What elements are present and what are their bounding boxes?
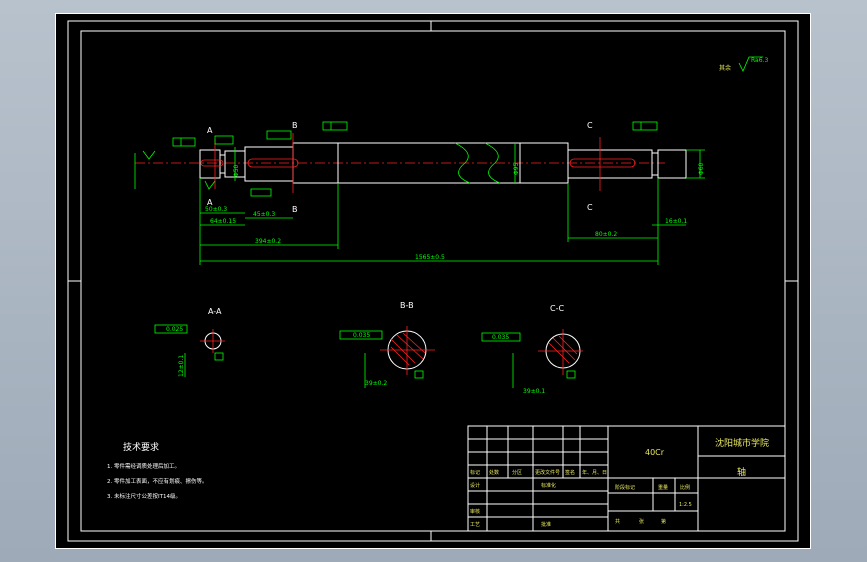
svg-text:其余: 其余 <box>719 64 731 72</box>
svg-text:45±0.3: 45±0.3 <box>253 211 275 218</box>
svg-text:标记: 标记 <box>470 469 480 476</box>
svg-text:阶段标记: 阶段标记 <box>615 484 635 491</box>
svg-text:处数: 处数 <box>489 469 499 476</box>
svg-text:批准: 批准 <box>541 521 551 528</box>
svg-text:轴: 轴 <box>737 466 746 478</box>
title-block: 40Cr 沈阳城市学院 轴 标记 处数 分区 更改文件号 签名 年、月、日 设计… <box>467 425 786 532</box>
svg-text:80±0.2: 80±0.2 <box>595 231 617 238</box>
label-a-top: A <box>207 126 213 135</box>
svg-text:39±0.2: 39±0.2 <box>365 380 387 387</box>
svg-text:394±0.2: 394±0.2 <box>255 238 281 245</box>
svg-text:2. 零件加工表面，不应有划痕、擦伤等。: 2. 零件加工表面，不应有划痕、擦伤等。 <box>107 477 208 485</box>
svg-text:更改文件号: 更改文件号 <box>535 469 560 476</box>
roughness-note: 其余 Ra6.3 <box>719 56 768 72</box>
svg-text:12±0.1: 12±0.1 <box>178 355 185 377</box>
svg-text:技术要求: 技术要求 <box>123 441 159 453</box>
svg-text:0.035: 0.035 <box>353 332 370 339</box>
svg-text:第: 第 <box>661 518 666 525</box>
tech-requirements: 技术要求 1. 零件需经调质处理后加工。 2. 零件加工表面，不应有划痕、擦伤等… <box>107 441 208 500</box>
svg-text:设计: 设计 <box>470 482 480 489</box>
svg-text:C-C: C-C <box>550 304 564 313</box>
shaft-main-view <box>135 133 687 193</box>
svg-text:工艺: 工艺 <box>470 522 480 528</box>
svg-text:3. 未标注尺寸公差按IT14级。: 3. 未标注尺寸公差按IT14级。 <box>107 492 181 500</box>
svg-text:40Cr: 40Cr <box>645 448 665 457</box>
svg-text:张: 张 <box>639 518 644 525</box>
svg-text:Φ50: Φ50 <box>233 164 240 177</box>
svg-text:A-A: A-A <box>208 307 222 316</box>
svg-text:审核: 审核 <box>470 508 480 515</box>
svg-text:Φ95: Φ95 <box>513 162 520 175</box>
label-c-top: C <box>587 121 593 130</box>
svg-text:重量: 重量 <box>658 484 668 491</box>
label-b-bot: B <box>292 205 298 214</box>
svg-text:0.025: 0.025 <box>166 326 183 333</box>
svg-text:39±0.1: 39±0.1 <box>523 388 545 395</box>
svg-text:1565±0.5: 1565±0.5 <box>415 254 445 261</box>
outer-border <box>55 13 811 549</box>
label-b-top: B <box>292 121 298 130</box>
svg-text:0.035: 0.035 <box>492 334 509 341</box>
drawing-canvas[interactable]: 其余 Ra6.3 A A B B C C <box>55 13 811 549</box>
svg-text:共: 共 <box>615 518 620 525</box>
label-a-bot: A <box>207 198 213 207</box>
inner-border <box>67 20 799 542</box>
svg-text:64±0.15: 64±0.15 <box>210 218 236 225</box>
svg-text:分区: 分区 <box>512 469 522 476</box>
drawing-frame <box>80 30 786 532</box>
svg-text:标准化: 标准化 <box>541 482 556 489</box>
svg-text:比例: 比例 <box>680 484 690 491</box>
zone-marks <box>68 21 798 541</box>
svg-text:年、月、日: 年、月、日 <box>582 469 607 476</box>
svg-text:16±0.1: 16±0.1 <box>665 218 687 225</box>
svg-text:B-B: B-B <box>400 301 414 310</box>
dimension-texts: 50±0.3 64±0.15 45±0.3 394±0.2 1565±0.5 8… <box>205 162 705 261</box>
svg-text:50±0.3: 50±0.3 <box>205 206 227 213</box>
svg-text:签名: 签名 <box>565 469 575 476</box>
section-cc: C-C 0.035 39±0.1 <box>481 304 583 395</box>
section-aa: A-A 0.025 12±0.1 <box>154 307 225 377</box>
dimension-lines <box>134 143 705 265</box>
tolerance-frames <box>142 121 658 197</box>
svg-text:1. 零件需经调质处理后加工。: 1. 零件需经调质处理后加工。 <box>107 462 180 470</box>
section-bb: B-B 0.035 39±0.2 <box>339 301 435 388</box>
shaft-drawing: 其余 Ra6.3 A A B B C C <box>55 13 811 549</box>
svg-text:Ra6.3: Ra6.3 <box>751 57 768 64</box>
svg-text:Φ60: Φ60 <box>698 162 705 175</box>
label-c-bot: C <box>587 203 593 212</box>
svg-text:1:2.5: 1:2.5 <box>679 502 692 508</box>
svg-text:沈阳城市学院: 沈阳城市学院 <box>715 437 769 449</box>
